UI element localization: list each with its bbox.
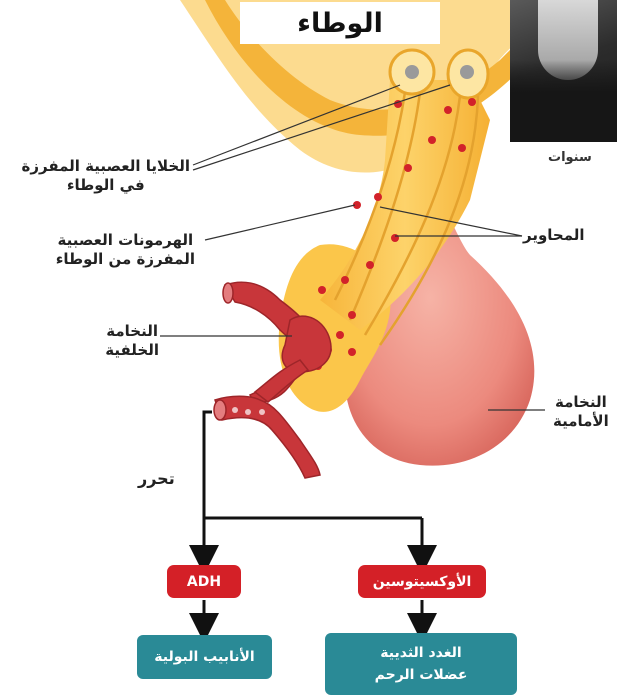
release-path	[204, 412, 212, 518]
label-anterior-pituitary: النخامة الأمامية	[553, 393, 609, 431]
title: الوطاء	[240, 2, 440, 44]
blood-vessel-end	[214, 400, 226, 420]
label-posterior-pituitary: النخامة الخلفية	[105, 322, 159, 360]
hormone-dot	[404, 164, 412, 172]
blood-vessel-end	[223, 283, 233, 303]
pointer-line	[205, 205, 355, 240]
label-axons: المحاوير	[523, 226, 585, 245]
hormone-dot	[468, 98, 476, 106]
hormone-dot	[348, 311, 356, 319]
hormone-dot	[444, 106, 452, 114]
label-neurosecretory-cells: الخلايا العصبية المفرزة في الوطاء	[22, 157, 191, 195]
label-release: تحرر	[138, 469, 175, 488]
hormone-dot	[374, 193, 382, 201]
hormone-dot	[366, 261, 374, 269]
portrait-photo	[510, 0, 617, 142]
hormone-dot	[428, 136, 436, 144]
hormone-oxytocin-box: الأوكسيتوسين	[358, 565, 486, 598]
target-mammary-uterus-box: الغدد الثديية عضلات الرحم	[325, 633, 517, 695]
hormone-dot	[348, 348, 356, 356]
hormone-dot	[336, 331, 344, 339]
photo-caption: سنوات	[548, 150, 592, 165]
hormone-dot	[391, 234, 399, 242]
hormone-dot	[318, 286, 326, 294]
hormone-dot	[341, 276, 349, 284]
label-neurohormones: الهرمونات العصبية المفرزة من الوطاء	[56, 231, 195, 269]
target-renal-tubules-box: الأنابيب البولية	[137, 635, 272, 679]
hormone-dot	[458, 144, 466, 152]
blood-vessel	[215, 396, 320, 478]
hormone-adh-box: ADH	[167, 565, 241, 598]
